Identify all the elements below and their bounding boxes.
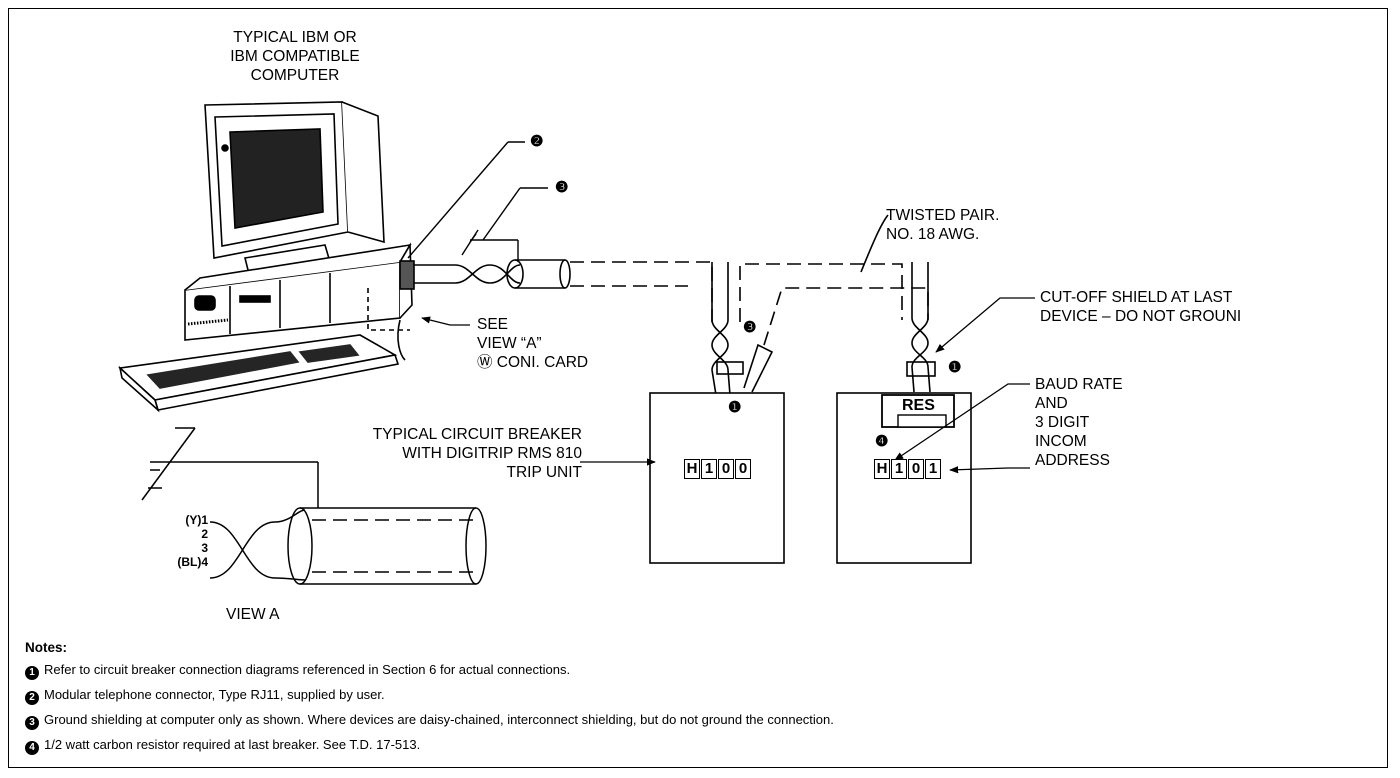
see-view-line2: VIEW “A” <box>477 335 542 352</box>
twisted-pair-breaker1 <box>711 262 774 396</box>
computer-label: TYPICAL IBM OR IBM COMPATIBLE COMPUTER <box>215 28 375 85</box>
note-item: 2 Modular telephone connector, Type RJ11,… <box>25 687 1355 705</box>
see-view-line1: SEE <box>477 316 509 333</box>
digit: 0 <box>735 459 751 479</box>
note-text: 1/2 watt carbon resistor required at las… <box>44 737 421 752</box>
digit: H <box>874 459 890 479</box>
note-number: 4 <box>25 741 39 755</box>
note-number: 1 <box>25 666 39 680</box>
baud-label-line1: BAUD RATE <box>1035 376 1123 393</box>
res-label: RES <box>902 397 935 414</box>
twisted-pair-line2: NO. 18 AWG. <box>886 226 980 243</box>
cutoff-shield-line1: CUT-OFF SHIELD AT LAST <box>1040 289 1233 306</box>
notes-title: Notes: <box>25 640 68 655</box>
computer-label-line3: COMPUTER <box>250 67 340 84</box>
note-text: Refer to circuit breaker connection diag… <box>44 662 571 677</box>
breaker-label-line3: TRIP UNIT <box>506 464 583 481</box>
computer-label-line2: IBM COMPATIBLE <box>230 48 360 65</box>
note-item: 1 Refer to circuit breaker connection dia… <box>25 662 1355 680</box>
digit: 0 <box>908 459 924 479</box>
note-item: 4 1/2 watt carbon resistor required at la… <box>25 737 1355 755</box>
computer-label-line1: TYPICAL IBM OR <box>233 29 357 46</box>
computer-drawing <box>118 101 415 413</box>
digit: 1 <box>891 459 907 479</box>
baud-label-line5: ADDRESS <box>1035 452 1110 469</box>
baud-label-line2: AND <box>1035 395 1068 412</box>
breaker-label-line2: WITH DIGITRIP RMS 810 <box>402 445 582 462</box>
twisted-pair-computer <box>414 259 571 289</box>
breaker-1-box <box>649 392 785 564</box>
view-a-caption: VIEW A <box>226 606 280 623</box>
callout-4: ❹ <box>875 433 889 450</box>
digit: H <box>684 459 700 479</box>
note-text: Modular telephone connector, Type RJ11, … <box>44 687 385 702</box>
diagram-frame <box>8 8 1388 768</box>
baud-label-line4: INCOM <box>1035 433 1087 450</box>
note-item: 3 Ground shielding at computer only as sh… <box>25 712 1355 730</box>
see-view-label: SEE VIEW “A” Ⓦ CONI. CARD <box>477 315 588 372</box>
note-number: 2 <box>25 691 39 705</box>
twisted-pair-breaker2 <box>860 214 936 393</box>
cutoff-shield-line2: DEVICE – DO NOT GROUNI <box>1040 308 1242 325</box>
breaker2-address: H 1 0 1 <box>874 459 941 479</box>
view-a-drawing <box>141 427 487 585</box>
twisted-pair-label: TWISTED PAIR. NO. 18 AWG. <box>886 206 999 244</box>
baud-label: BAUD RATE AND 3 DIGIT INCOM ADDRESS <box>1035 375 1123 470</box>
wire-label: 2 <box>201 527 208 541</box>
digit: 1 <box>701 459 717 479</box>
resistor <box>897 414 947 428</box>
wire-label: (BL)4 <box>177 555 208 569</box>
wire-label: (Y)1 <box>185 513 208 527</box>
notes-section: Notes: 1 Refer to circuit breaker connect… <box>25 640 1355 762</box>
callout-1-breaker1: ❶ <box>728 399 742 416</box>
breaker1-address: H 1 0 0 <box>684 459 751 479</box>
ground-symbol-computer <box>461 229 519 262</box>
callout-2: ❷ <box>530 133 544 150</box>
callout-3: ❸ <box>555 179 569 196</box>
breaker-label: TYPICAL CIRCUIT BREAKER WITH DIGITRIP RM… <box>300 425 582 482</box>
view-a-wire-labels: (Y)1 2 3 (BL)4 <box>150 513 208 569</box>
twisted-pair-line1: TWISTED PAIR. <box>886 207 1000 224</box>
callout-1-breaker2: ❶ <box>948 359 962 376</box>
note-text: Ground shielding at computer only as sho… <box>44 712 834 727</box>
breaker-label-line1: TYPICAL CIRCUIT BREAKER <box>372 426 582 443</box>
digit: 1 <box>925 459 941 479</box>
cutoff-shield-label: CUT-OFF SHIELD AT LAST DEVICE – DO NOT G… <box>1040 288 1241 326</box>
wire-label: 3 <box>201 541 208 555</box>
note-number: 3 <box>25 716 39 730</box>
callout-3-breaker: ❸ <box>743 319 757 336</box>
see-view-line3: Ⓦ CONI. CARD <box>477 354 589 371</box>
baud-label-line3: 3 DIGIT <box>1035 414 1090 431</box>
digit: 0 <box>718 459 734 479</box>
